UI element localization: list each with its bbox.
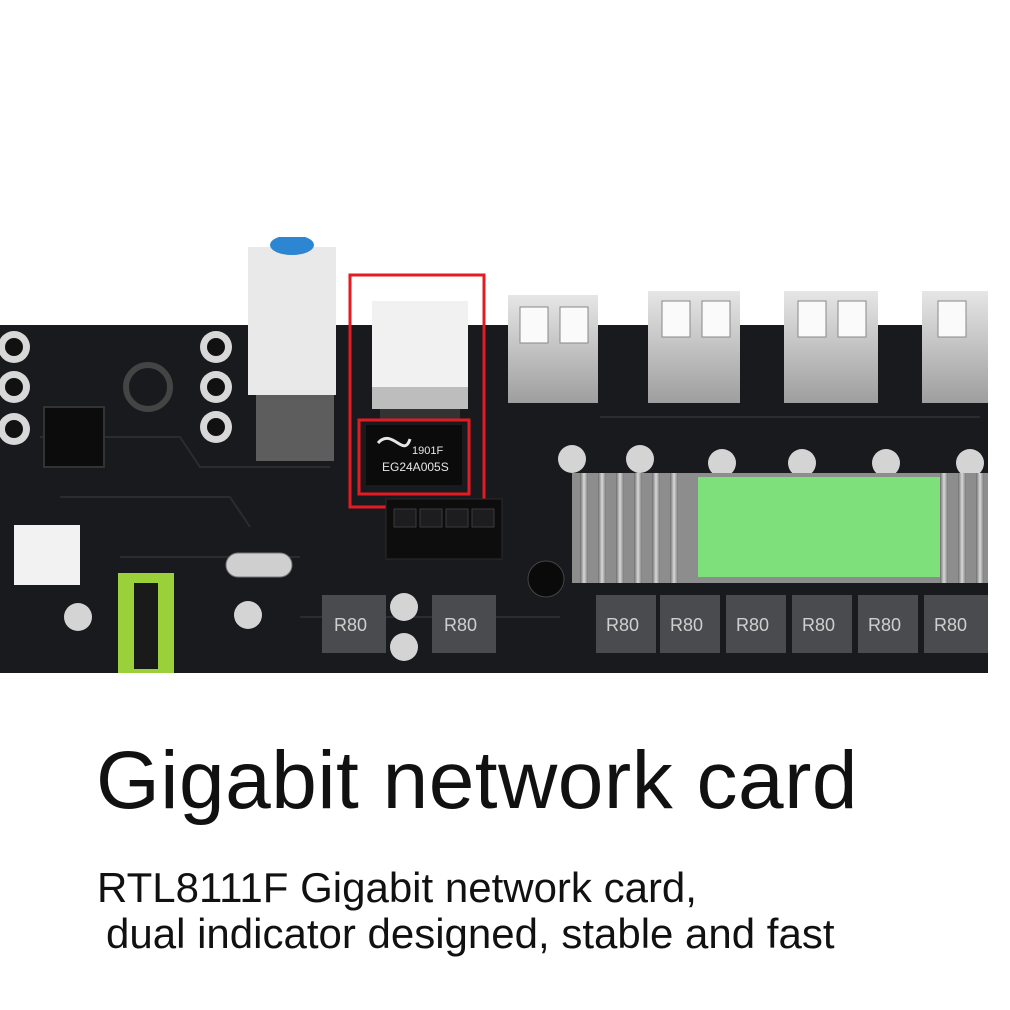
chip-label-2: EG24A005S — [382, 460, 449, 474]
caption-line-1: RTL8111F Gigabit network card, — [97, 864, 697, 911]
white-jack — [248, 247, 336, 395]
inductor-label: R80 — [934, 615, 967, 635]
usb-ports — [508, 291, 988, 403]
left-capacitors — [0, 331, 232, 445]
network-transformer-chip — [366, 425, 462, 485]
inductor-label: R80 — [606, 615, 639, 635]
inductors — [322, 595, 988, 653]
controller-chip — [43, 406, 105, 468]
inductor-label: R80 — [334, 615, 367, 635]
inductor-label: R80 — [802, 615, 835, 635]
caption-line-2: dual indicator designed, stable and fast — [106, 910, 835, 957]
transformer-highlight-box — [357, 418, 471, 496]
heatsink — [572, 473, 988, 583]
inductor-label: R80 — [444, 615, 477, 635]
inductor-label: R80 — [868, 615, 901, 635]
caption-title: Gigabit network card — [96, 735, 859, 826]
inductor-label: R80 — [736, 615, 769, 635]
white-label — [14, 525, 80, 585]
green-thermal-pad — [698, 477, 940, 577]
circuit-board-photo: 1901F EG24A005S — [0, 237, 988, 673]
inductor-label: R80 — [670, 615, 703, 635]
chip-label-1: 1901F — [412, 445, 443, 457]
